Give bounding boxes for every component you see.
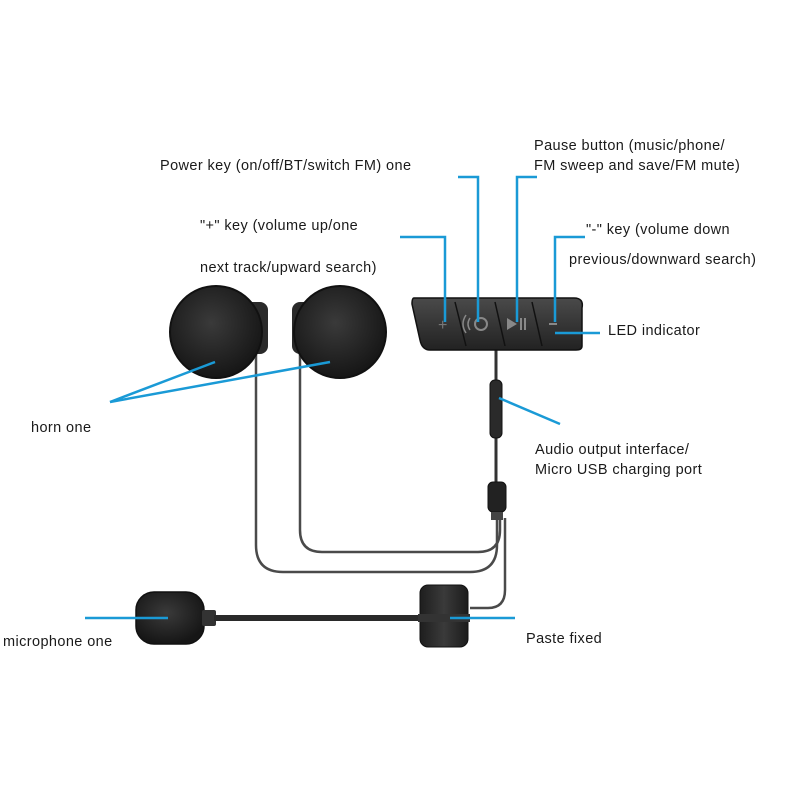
- left-speaker: [169, 285, 268, 379]
- control-unit: +: [411, 297, 584, 351]
- right-speaker: [292, 285, 387, 379]
- callout-lines: [85, 175, 600, 620]
- play-pause-button-glyph[interactable]: [507, 318, 526, 330]
- plus-callout: [400, 235, 447, 322]
- power-key-callout: [458, 175, 480, 322]
- plus-button-glyph[interactable]: +: [438, 317, 447, 334]
- paste-fixed-label: Paste fixed: [526, 631, 603, 647]
- audio-callout: [498, 396, 561, 426]
- right-speaker-cable: [298, 350, 502, 554]
- minus-key-label-line2: previous/downward search): [569, 252, 757, 268]
- minus-callout: [553, 235, 585, 322]
- mic-cable: [470, 518, 507, 610]
- horn-label: horn one: [31, 420, 92, 436]
- audio-output-label-line2: Micro USB charging port: [535, 462, 703, 478]
- microphone: [135, 591, 424, 645]
- left-speaker-cable: [254, 350, 499, 574]
- power-bluetooth-button-glyph[interactable]: [462, 314, 488, 334]
- led-indicator-label: LED indicator: [608, 323, 701, 339]
- pause-callout: [515, 175, 537, 322]
- audio-output-label-line1: Audio output interface/: [535, 442, 690, 458]
- minus-button-glyph[interactable]: [549, 323, 557, 325]
- pause-button-label-line1: Pause button (music/phone/: [534, 138, 725, 154]
- horn-callout-2: [109, 360, 331, 404]
- horn-callout-1: [109, 360, 216, 404]
- microphone-label: microphone one: [3, 634, 113, 650]
- plus-key-label-line1: "+" key (volume up/one: [200, 218, 359, 234]
- audio-output-connector: [487, 379, 507, 520]
- minus-key-label-line1: "-" key (volume down: [586, 222, 731, 238]
- cables: [254, 350, 507, 610]
- plus-key-label-line2: next track/upward search): [200, 260, 377, 276]
- power-key-label: Power key (on/off/BT/switch FM) one: [160, 158, 412, 174]
- paste-pad: [418, 584, 470, 648]
- pause-button-label-line2: FM sweep and save/FM mute): [534, 158, 741, 174]
